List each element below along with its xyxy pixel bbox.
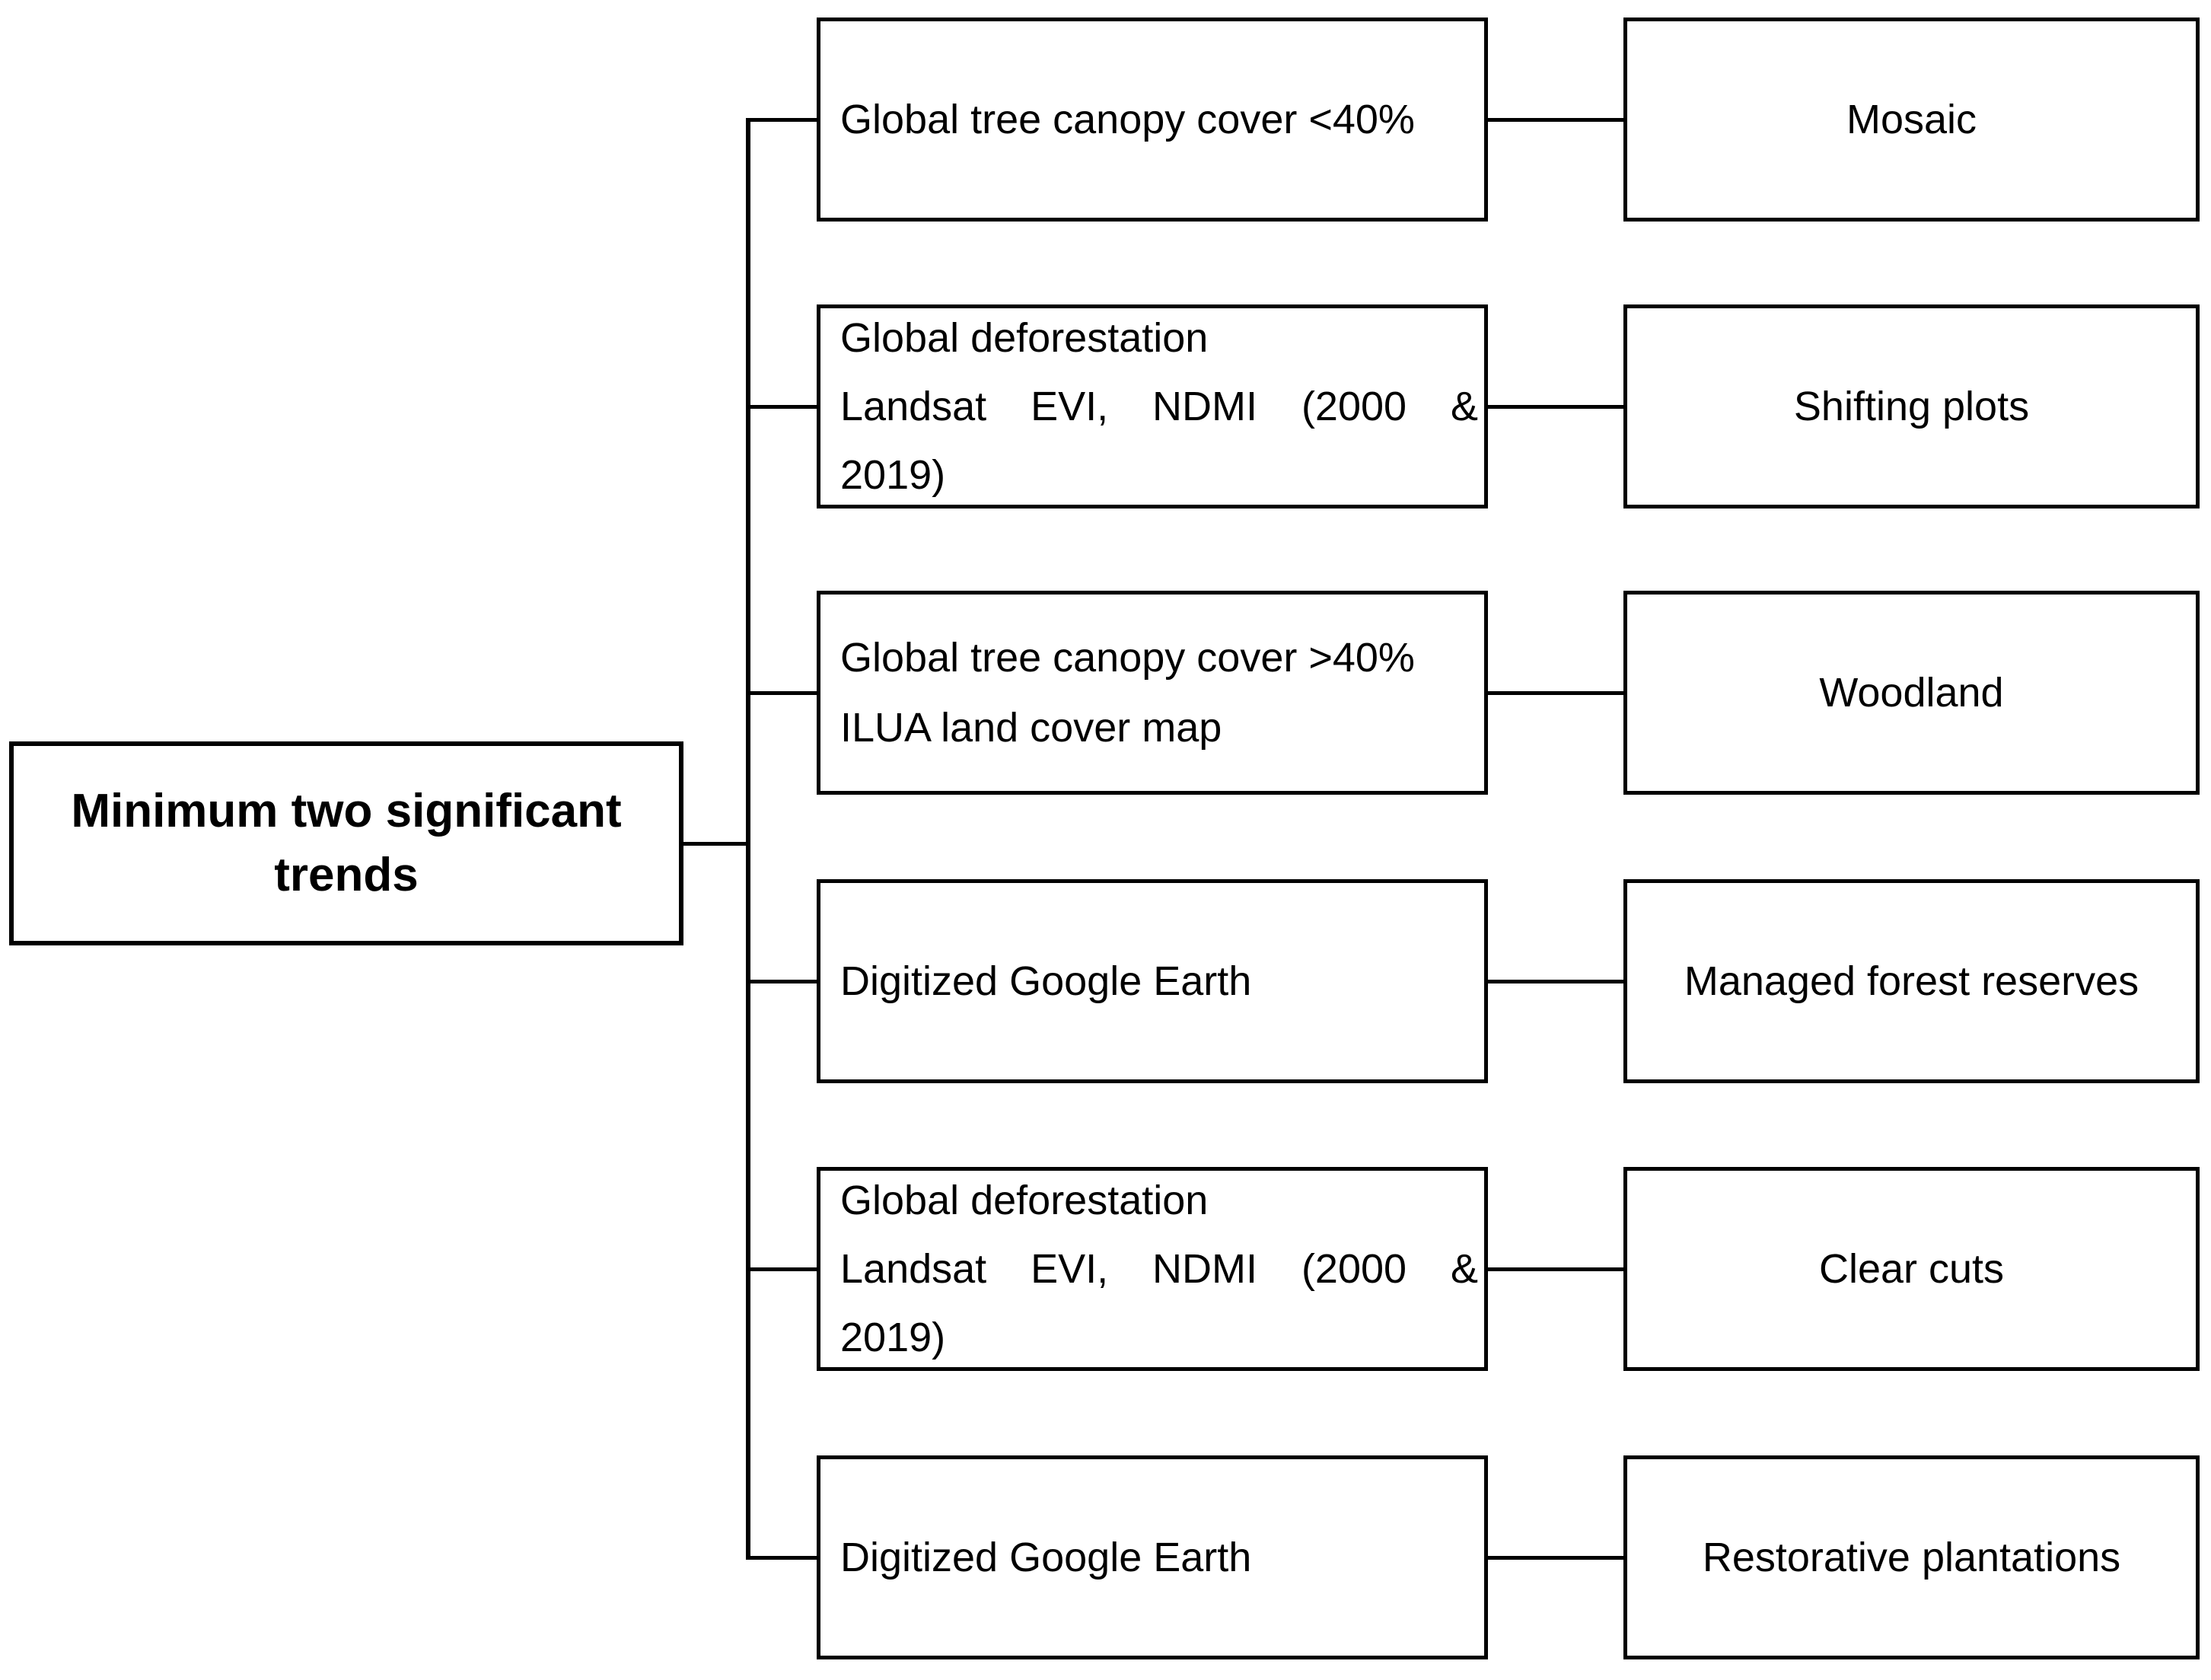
connector-trunk-to-source-6 [749, 1556, 817, 1560]
source-box-digitized-google-earth-2: Digitized Google Earth [817, 1455, 1488, 1659]
target-box-label: Shifting plots [1793, 384, 2030, 429]
connector-trunk-to-source-5 [749, 1267, 817, 1271]
connector-source-1-to-target-1 [1488, 118, 1623, 122]
connector-root-to-trunk [683, 842, 747, 846]
connector-source-6-to-target-6 [1488, 1556, 1623, 1560]
connector-trunk-to-source-3 [749, 691, 817, 695]
target-box-label: Clear cuts [1818, 1246, 2005, 1292]
source-box-line: Digitized Google Earth [840, 1535, 1252, 1580]
target-box-clear-cuts: Clear cuts [1623, 1167, 2200, 1371]
target-box-label: Woodland [1819, 670, 2004, 716]
root-node-minimum-two-significant-trends: Minimum two significant trends [9, 741, 683, 945]
source-box-line: Global deforestation [840, 315, 1209, 361]
target-box-mosaic: Mosaic [1623, 18, 2200, 222]
source-box-global-deforestation-1: Global deforestation Landsat EVI, NDMI (… [817, 304, 1488, 508]
target-box-label: Managed forest reserves [1684, 958, 2139, 1004]
target-box-managed-forest-reserves: Managed forest reserves [1623, 879, 2200, 1083]
root-label-line1: Minimum two significant [71, 785, 622, 837]
connector-trunk-to-source-4 [749, 980, 817, 983]
root-label-line2: trends [274, 849, 419, 901]
connector-source-3-to-target-3 [1488, 691, 1623, 695]
target-box-label: Restorative plantations [1702, 1535, 2121, 1580]
source-box-global-deforestation-2: Global deforestation Landsat EVI, NDMI (… [817, 1167, 1488, 1371]
source-box-tree-canopy-over-40: Global tree canopy cover >40% ILUA land … [817, 591, 1488, 795]
connector-trunk-vertical [746, 118, 750, 1560]
source-box-line: ILUA land cover map [840, 705, 1222, 751]
source-box-line: Landsat EVI, NDMI (2000 & [840, 384, 1478, 429]
source-box-line: Digitized Google Earth [840, 958, 1252, 1004]
connector-source-4-to-target-4 [1488, 980, 1623, 983]
source-box-line: Global tree canopy cover <40% [840, 97, 1415, 142]
source-box-digitized-google-earth-1: Digitized Google Earth [817, 879, 1488, 1083]
connector-source-2-to-target-2 [1488, 405, 1623, 409]
source-box-line: Global tree canopy cover >40% [840, 635, 1415, 681]
connector-trunk-to-source-1 [749, 118, 817, 122]
source-box-tree-canopy-under-40: Global tree canopy cover <40% [817, 18, 1488, 222]
target-box-shifting-plots: Shifting plots [1623, 304, 2200, 508]
source-box-line: Landsat EVI, NDMI (2000 & [840, 1246, 1478, 1292]
target-box-label: Mosaic [1846, 97, 1977, 142]
source-box-line: 2019) [840, 452, 946, 498]
connector-trunk-to-source-2 [749, 405, 817, 409]
target-box-restorative-plantations: Restorative plantations [1623, 1455, 2200, 1659]
source-box-line: Global deforestation [840, 1178, 1209, 1223]
target-box-woodland: Woodland [1623, 591, 2200, 795]
source-box-line: 2019) [840, 1315, 946, 1360]
connector-source-5-to-target-5 [1488, 1267, 1623, 1271]
